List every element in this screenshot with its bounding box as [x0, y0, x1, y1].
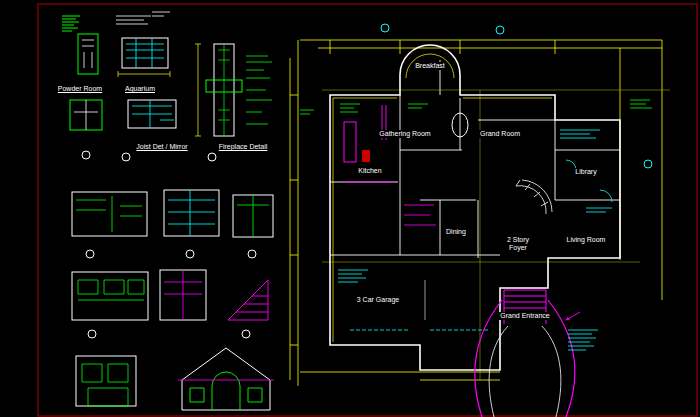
dimension-line — [290, 40, 662, 386]
aquarium-detail — [122, 38, 168, 68]
note-block — [568, 330, 598, 350]
detail-lines — [132, 100, 174, 128]
room-label: Grand Room — [479, 130, 521, 138]
detail-title: Powder Room — [57, 85, 103, 93]
sheet-frame — [38, 4, 697, 416]
entry-walkway — [475, 300, 575, 417]
kitchen-cabinet — [344, 105, 394, 182]
wall-line — [333, 98, 552, 342]
note-block — [116, 12, 170, 24]
vanity-detail — [70, 100, 102, 130]
dimension-line — [118, 71, 170, 77]
stair-treads — [404, 205, 436, 225]
detail-title: Aquarium — [124, 85, 156, 93]
kitchen-island — [362, 150, 370, 162]
spiral-stair — [516, 180, 552, 214]
fireplace-column — [214, 44, 234, 136]
dimension-line — [195, 44, 201, 136]
cabinet-elevation — [233, 195, 273, 237]
note-block — [300, 100, 652, 114]
detail-lines — [218, 44, 230, 136]
room-label: Dining — [445, 228, 467, 236]
detail-lines — [237, 195, 269, 237]
detail-lines — [74, 100, 98, 130]
window-elevation — [78, 280, 144, 300]
exterior-wall — [330, 45, 620, 370]
detail-lines — [82, 40, 94, 68]
detail-lines — [126, 38, 164, 68]
note-block — [246, 56, 272, 124]
note-block — [560, 130, 612, 212]
room-label: 3 Car Garage — [356, 296, 400, 304]
window-elevation — [82, 364, 128, 406]
room-label: Gathering Room — [378, 130, 431, 138]
wall-elevation — [72, 272, 148, 320]
detail-lines — [178, 380, 274, 381]
arched-window — [190, 372, 262, 410]
interior-wall — [330, 60, 620, 258]
entry-elevation — [76, 356, 136, 406]
note-block — [62, 16, 80, 31]
callout-circle — [86, 250, 94, 258]
detail-lines — [168, 190, 215, 236]
grid-bubble — [496, 26, 504, 34]
interior-wall — [425, 280, 426, 320]
cabinet-elevation — [72, 192, 147, 236]
room-label: Grand Entrance — [499, 312, 550, 320]
callout-circle — [186, 250, 194, 258]
note-block — [340, 104, 428, 112]
dimension-line — [290, 95, 500, 380]
door-swing — [566, 160, 612, 202]
callout-circle — [242, 330, 250, 338]
room-label: Living Room — [566, 236, 607, 244]
callout-circle — [88, 330, 96, 338]
room-label: Breakfast — [414, 62, 446, 70]
detail-title: Fireplace Detail — [218, 143, 269, 151]
room-label: Library — [574, 168, 597, 176]
powder-room-detail — [78, 34, 98, 74]
joist-detail — [128, 100, 176, 128]
detail-lines — [164, 270, 202, 320]
detail-title: Joist Det / Mirror — [135, 143, 188, 151]
stair-detail — [228, 280, 268, 320]
garage-door — [350, 330, 490, 331]
grid-bubble — [644, 160, 652, 168]
room-label: Kitchen — [357, 167, 382, 175]
wall-elevation — [160, 270, 206, 320]
bay-window — [406, 54, 454, 78]
leader-arrow — [566, 312, 580, 320]
callout-circle — [208, 153, 216, 161]
house-elevation — [182, 348, 270, 410]
room-label: 2 Story Foyer — [503, 236, 533, 251]
kitchen-cabinet — [344, 122, 356, 162]
entry-walkway — [489, 326, 561, 417]
fixture-symbol — [452, 113, 468, 137]
callout-circle — [248, 250, 256, 258]
note-block — [338, 270, 368, 282]
callout-circle — [122, 153, 130, 161]
callout-circle — [82, 151, 90, 159]
grid-line — [322, 90, 670, 380]
detail-lines — [76, 196, 142, 232]
grid-bubble — [381, 24, 389, 32]
cabinet-elevation — [164, 190, 219, 236]
